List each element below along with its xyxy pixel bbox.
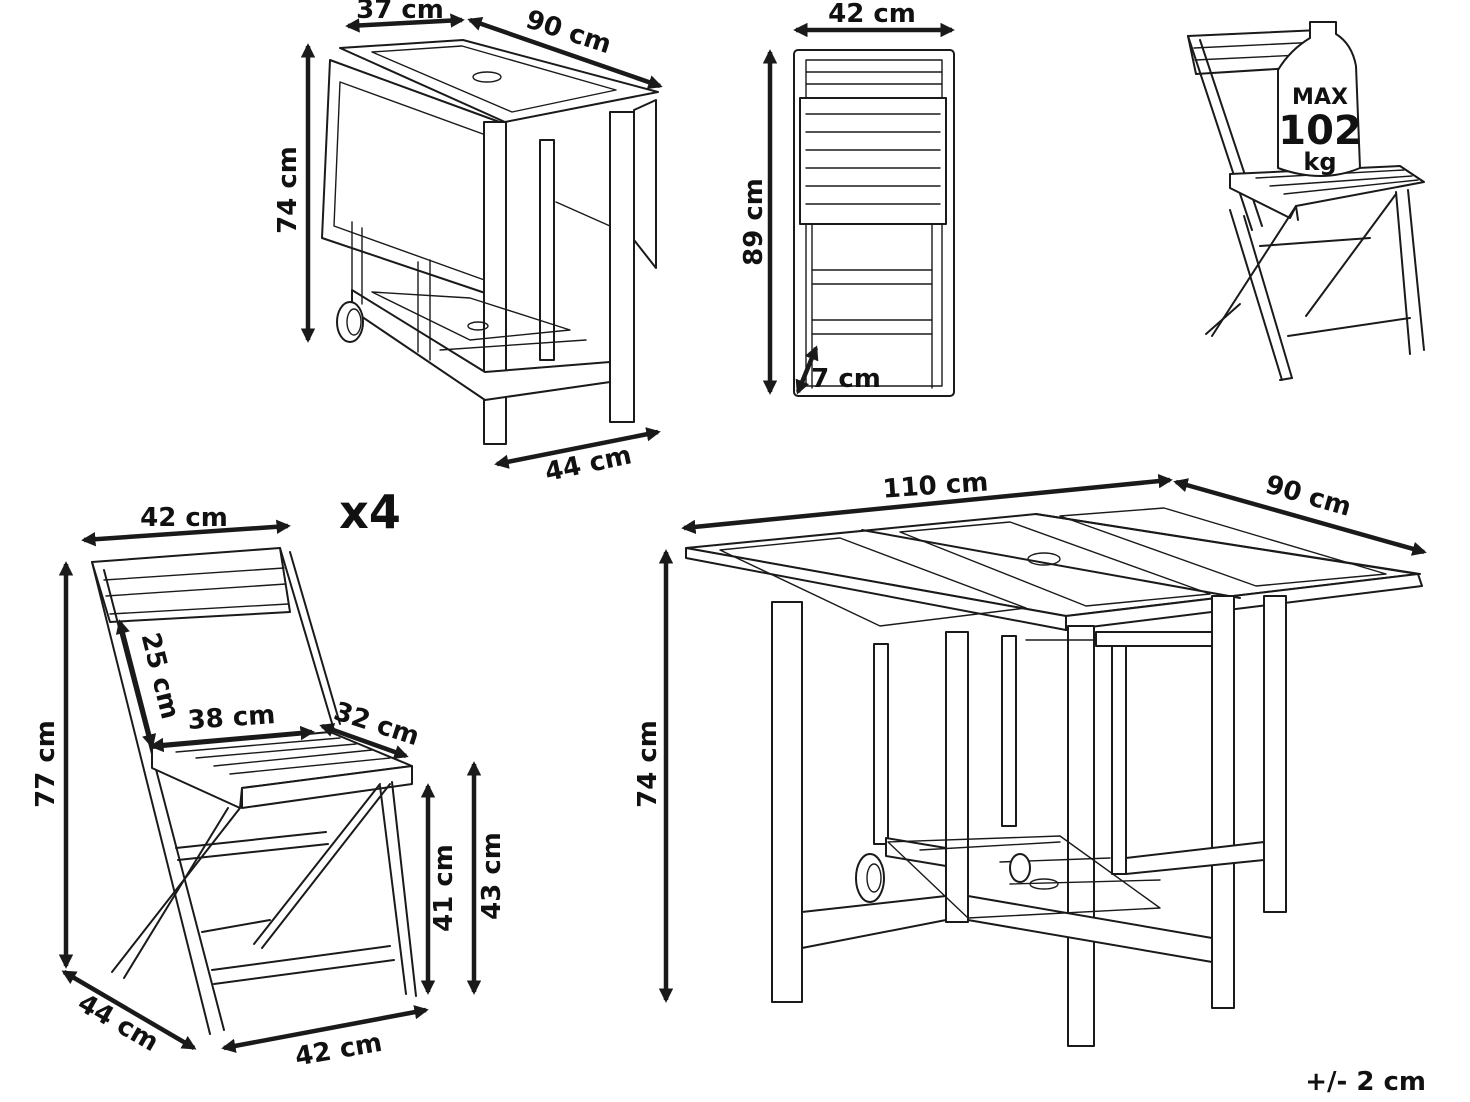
open-table-height-label: 74 cm <box>633 720 663 808</box>
open-table-length-label: 110 cm <box>882 467 990 504</box>
quantity-label: x4 <box>339 485 401 539</box>
max-load-badge: MAX 102 kg <box>1277 21 1362 177</box>
chair-top-width-label: 42 cm <box>140 503 228 533</box>
folded-chair-width-label: 42 cm <box>828 0 916 29</box>
folded-chair-thickness-label: 7 cm <box>811 364 881 394</box>
chair-seat-height-label: 43 cm <box>477 832 507 920</box>
folded-chair-drawing <box>793 49 955 397</box>
chair-depth-label: 44 cm <box>73 988 164 1058</box>
folded-table-drawing <box>321 39 659 445</box>
folded-chair-height-label: 89 cm <box>739 178 769 266</box>
max-load-value: 102 <box>1278 108 1362 154</box>
chair-total-height-label: 77 cm <box>31 720 61 808</box>
chair-front-seat-height-label: 41 cm <box>429 844 459 932</box>
max-load-label: MAX <box>1292 85 1348 110</box>
folded-table-height-label: 74 cm <box>273 146 303 234</box>
max-load-unit: kg <box>1303 148 1336 176</box>
open-table-drawing <box>685 507 1423 1047</box>
tolerance-note: +/- 2 cm <box>1305 1067 1426 1097</box>
chair-drawing <box>91 547 417 1035</box>
folded-table-depth-label: 37 cm <box>356 0 444 25</box>
chair-seat-width-label: 38 cm <box>187 700 277 736</box>
open-table-width-label: 90 cm <box>1262 470 1355 523</box>
load-chair-drawing <box>1187 29 1425 381</box>
